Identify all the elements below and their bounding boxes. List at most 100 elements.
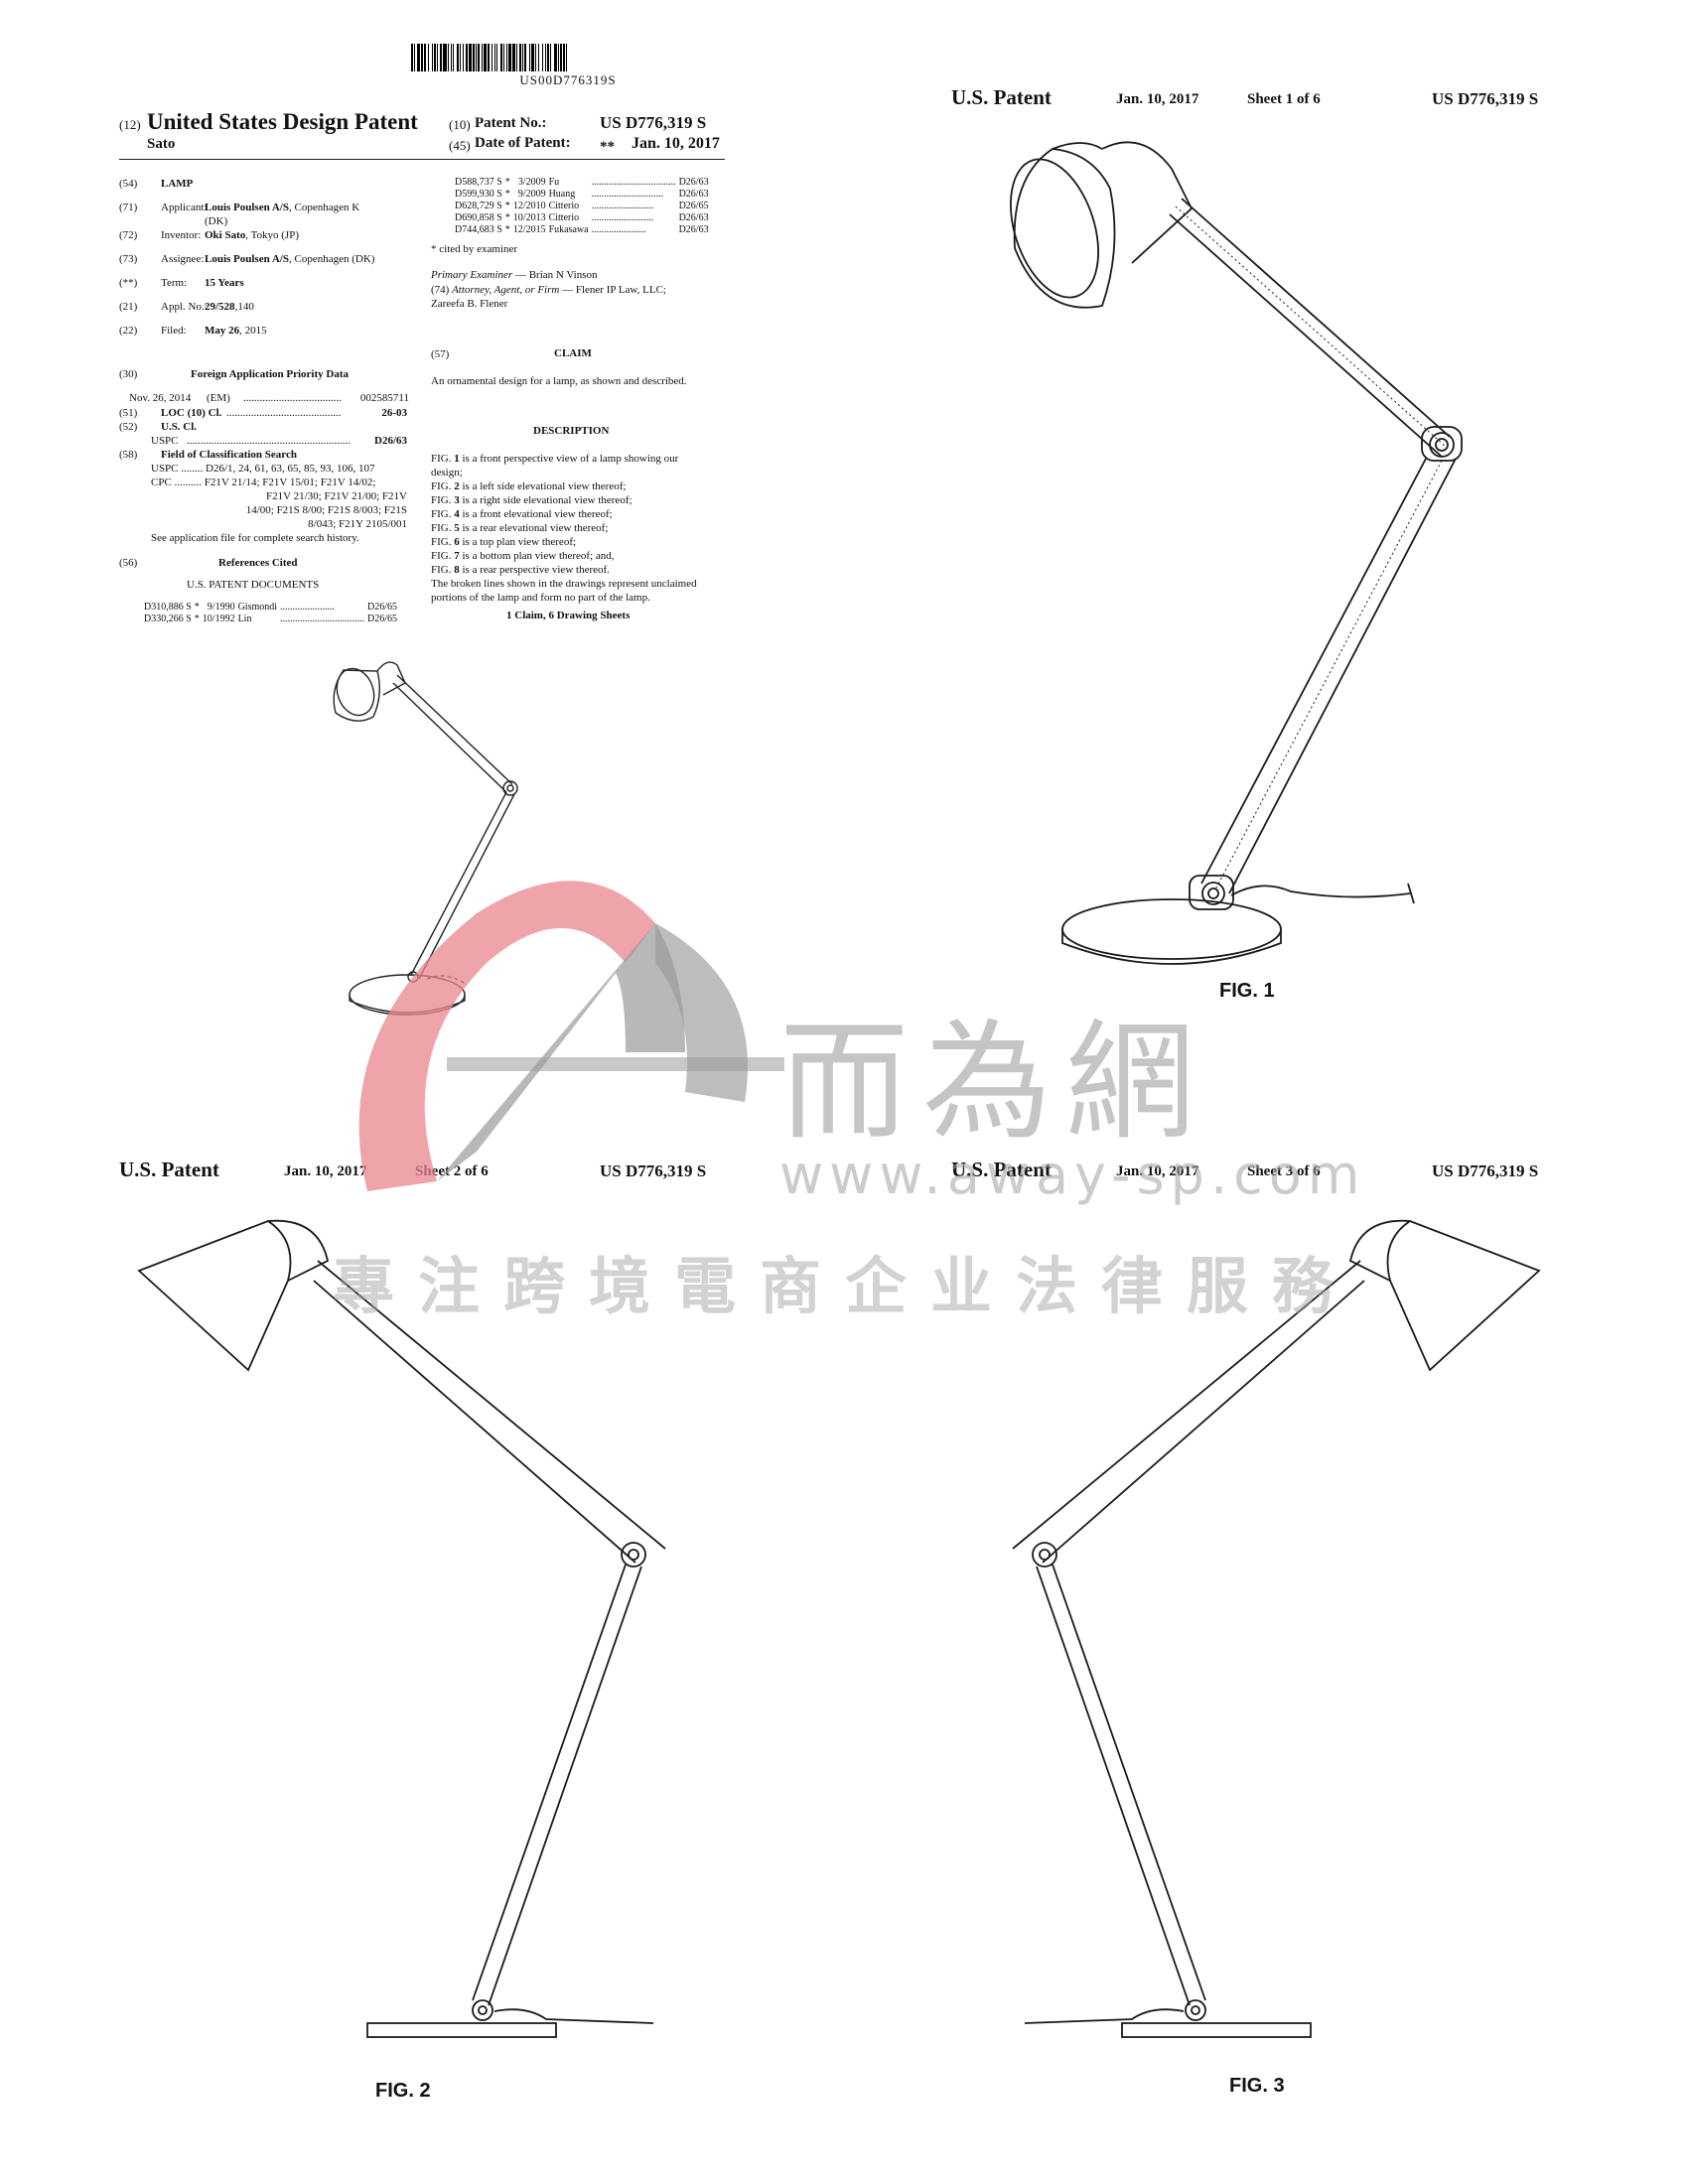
search-line: F21V 21/30; F21V 21/00; F21V (265, 490, 407, 502)
reference-cell: Fukasawa (548, 224, 589, 235)
search-line: 8/043; F21Y 2105/001 (308, 518, 407, 530)
barcode-bar (442, 44, 444, 71)
field-code: (73) (119, 253, 138, 265)
field-code: (71) (119, 202, 138, 213)
reference-cell: * (504, 189, 510, 200)
barcode-bar (488, 44, 490, 71)
barcode-bar (476, 44, 478, 71)
claim-code: (57) (431, 348, 450, 360)
sheet3-sheet-no: Sheet 3 of 6 (1247, 1163, 1321, 1179)
barcode-bar (452, 44, 454, 71)
description-line: portions of the lamp and form no part of… (431, 592, 650, 604)
foreign-priority-row: Nov. 26, 2014 (EM) .....................… (129, 392, 409, 404)
barcode-bar (413, 44, 415, 71)
reference-cell: ......................... (591, 212, 654, 223)
field-code: (22) (119, 325, 138, 337)
reference-cell: Citterio (548, 212, 580, 223)
description-line: FIG. 2 is a left side elevational view t… (431, 480, 627, 492)
barcode-bar (507, 44, 509, 71)
field-value: 15 Years (205, 277, 244, 289)
barcode-bar (459, 44, 461, 71)
reference-cell: Lin (237, 614, 252, 624)
barcode-bar (493, 44, 495, 71)
reference-cell: D744,683 S (455, 224, 502, 235)
field-value: Louis Poulsen A/S, Copenhagen (DK) (205, 253, 375, 265)
field-code: (21) (119, 301, 138, 313)
reference-cell: 3/2009 (517, 177, 546, 188)
barcode-bar (440, 44, 443, 71)
barcode-bar (425, 44, 428, 71)
barcode-bar (545, 44, 547, 71)
barcode-bar (537, 44, 539, 71)
barcode-bar (518, 44, 521, 71)
barcode-bar (483, 44, 485, 71)
barcode-bar (447, 44, 449, 71)
barcode-bar (466, 44, 468, 71)
sheet3-date: Jan. 10, 2017 (1116, 1163, 1199, 1179)
barcode-bar (411, 44, 414, 71)
barcode-bar (460, 44, 462, 71)
barcode-bar (487, 44, 489, 71)
barcode-bar (421, 44, 423, 71)
code-45: (45) (449, 138, 471, 153)
description-line: FIG. 1 is a front perspective view of a … (431, 453, 679, 465)
claim-text: An ornamental design for a lamp, as show… (431, 375, 687, 387)
barcode-bar (508, 44, 511, 71)
patent-no: US D776,319 S (600, 113, 707, 132)
barcode-bar (551, 44, 555, 71)
description-line: FIG. 7 is a bottom plan view thereof; an… (431, 550, 615, 562)
patent-no-label: Patent No.: (475, 115, 547, 131)
reference-cell: ...................... (591, 224, 646, 235)
barcode-bar (438, 44, 441, 71)
field-value: LAMP (161, 178, 194, 190)
barcode-bar (511, 44, 515, 71)
watermark-chinese-name: 而為網 (779, 1007, 1209, 1158)
drawing-sheets-note: 1 Claim, 6 Drawing Sheets (506, 610, 631, 621)
fig3-label: FIG. 3 (1229, 2075, 1285, 2097)
description-line: design; (431, 467, 463, 478)
barcode-bar (524, 44, 527, 71)
reference-cell: 10/1992 (202, 614, 235, 624)
reference-cell: D588,737 S (455, 177, 502, 188)
barcode-bar (504, 44, 507, 71)
field-label: Applicant: (161, 202, 208, 213)
reference-cell: * (194, 614, 200, 624)
barcode-bar (538, 44, 542, 71)
description-line: FIG. 5 is a rear elevational view thereo… (431, 522, 609, 534)
reference-cell: D330,266 S (144, 614, 192, 624)
reference-cell: D26/65 (367, 602, 398, 613)
barcode-bar (432, 44, 435, 71)
barcode-bar (427, 44, 429, 71)
sheet1-date: Jan. 10, 2017 (1116, 91, 1199, 107)
barcode-bar (522, 44, 524, 71)
reference-cell: D599,930 S (455, 189, 502, 200)
barcode-bar (567, 44, 571, 71)
barcode-number: US00D776319S (519, 72, 617, 87)
watermark-logo (358, 881, 784, 1191)
barcode-bar (451, 44, 453, 71)
field-code: (**) (119, 277, 138, 289)
barcode-bar (564, 44, 566, 71)
barcode-bar (534, 44, 536, 71)
sheet3-patent-no: US D776,319 S (1432, 1161, 1539, 1180)
code-10: (10) (449, 117, 471, 132)
reference-cell: D26/63 (678, 212, 709, 223)
barcode-bar (531, 44, 534, 71)
sheet1-sheet-no: Sheet 1 of 6 (1247, 91, 1321, 107)
fig3-lamp-drawing (1012, 1219, 1541, 2038)
barcode-bar (558, 44, 560, 71)
barcode-bar (546, 44, 548, 71)
barcode-bar (529, 44, 531, 71)
reference-cell: D628,729 S (455, 201, 502, 211)
barcode-bar (450, 44, 452, 71)
fig1-lamp-drawing (1010, 141, 1463, 965)
watermark-slogan: 專注跨境電商企业法律服務 (333, 1250, 1358, 1322)
reference-cell: D26/65 (678, 201, 709, 211)
barcode-bar (515, 44, 517, 71)
barcode-bar (523, 44, 525, 71)
field-value: 29/528,140 (205, 301, 254, 313)
sheet1-header-left: U.S. Patent (951, 85, 1052, 109)
